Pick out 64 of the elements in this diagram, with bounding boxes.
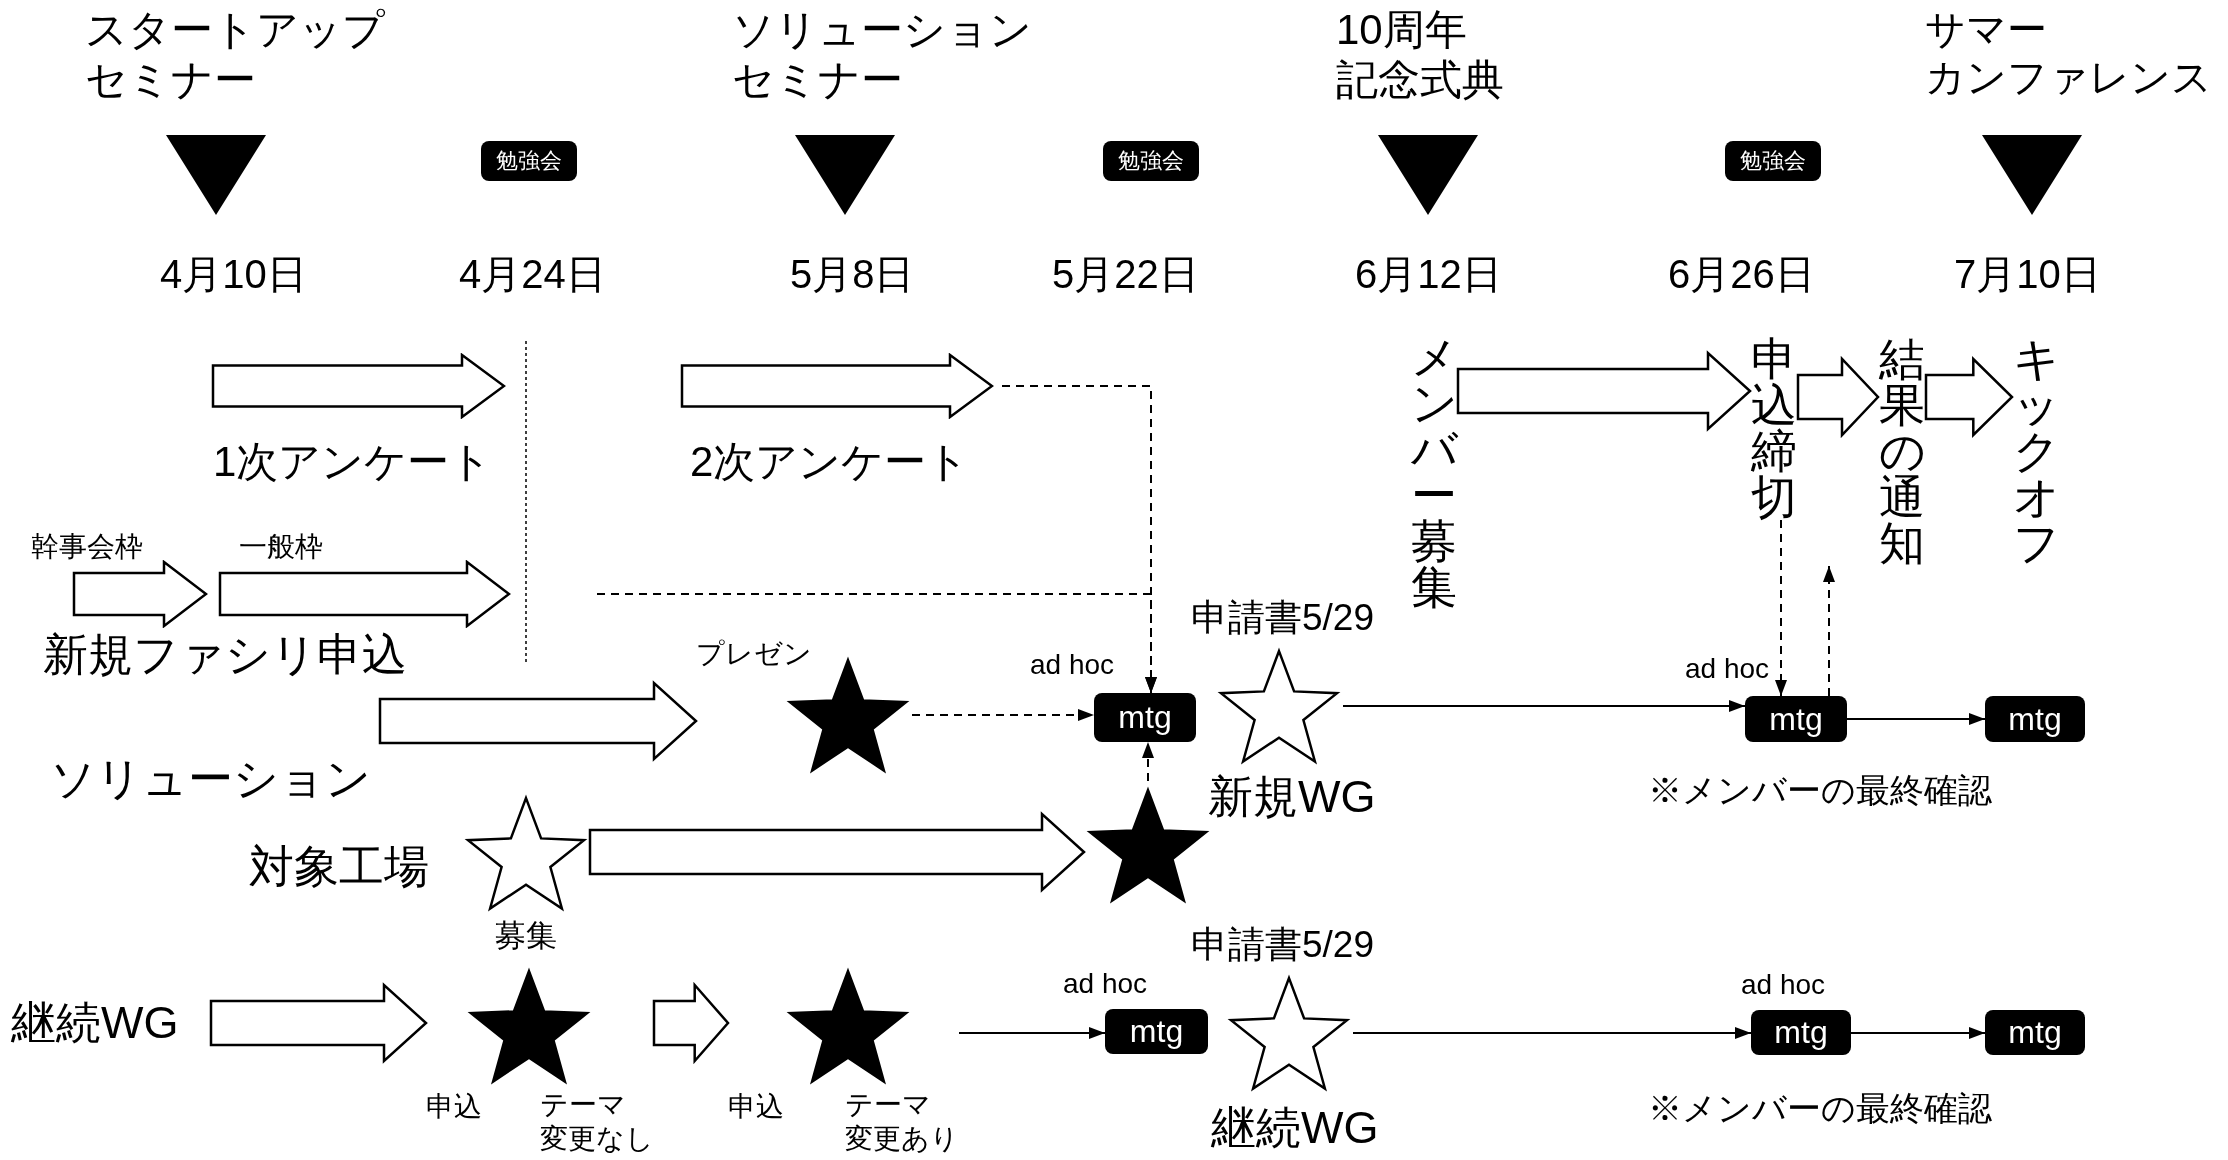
section-label: 申請書5/29 — [1191, 596, 1374, 640]
dashed-arrow — [1142, 741, 1154, 782]
section-label: 対象工場 — [249, 840, 429, 894]
dashed-arrow — [1775, 519, 1787, 697]
note-label: ad hoc — [1063, 967, 1148, 1001]
arrow — [1342, 700, 1746, 712]
vertical-label: メンバー募集 — [1410, 334, 1458, 610]
arrow-label: 2次アンケート — [690, 437, 970, 487]
arrow — [1850, 1027, 1986, 1039]
event-title: 10周年記念式典 — [1336, 5, 1504, 106]
arrow-label: 1次アンケート — [213, 437, 493, 487]
block-arrow — [588, 811, 1086, 893]
section-label: 申請書5/29 — [1191, 923, 1374, 967]
date-label: 6月12日 — [1355, 251, 1502, 298]
meeting-badge: mtg — [1094, 693, 1196, 742]
block-arrow — [1924, 356, 2014, 438]
event-title: スタートアップセミナー — [85, 5, 385, 106]
date-label: 4月10日 — [160, 251, 307, 298]
dashed-arrow — [1823, 565, 1835, 697]
arrow-label: 一般枠 — [239, 530, 323, 564]
section-label: 新規ファシリ申込 — [43, 628, 407, 682]
star-label: テーマ変更あり — [845, 1088, 959, 1156]
section-label: 継続WG — [1211, 1101, 1379, 1155]
block-arrow — [378, 680, 698, 762]
section-label: ※メンバーの最終確認 — [1648, 770, 1992, 811]
note-label: ad hoc — [1030, 648, 1115, 682]
arrow — [958, 1027, 1106, 1039]
star-label: 申込 — [728, 1090, 784, 1124]
meeting-badge: mtg — [1105, 1009, 1208, 1054]
vertical-label: キックオフ — [2012, 336, 2060, 566]
study-session-badge: 勉強会 — [1103, 141, 1199, 181]
meeting-badge: mtg — [1985, 696, 2085, 742]
date-label: 5月8日 — [790, 251, 915, 298]
block-arrow — [1456, 350, 1752, 432]
event-title: ソリューションセミナー — [732, 5, 1032, 106]
meeting-badge: mtg — [1751, 1010, 1851, 1055]
date-label: 5月22日 — [1052, 251, 1199, 298]
study-session-badge: 勉強会 — [1725, 141, 1821, 181]
dashed-arrow — [911, 709, 1095, 721]
note-label: ad hoc — [1685, 652, 1770, 686]
arrow — [1352, 1027, 1752, 1039]
study-session-badge: 勉強会 — [481, 141, 577, 181]
vertical-label: 申込締切 — [1750, 336, 1798, 520]
star-label: プレゼン — [696, 637, 812, 671]
note-label: ad hoc — [1741, 968, 1826, 1002]
date-label: 4月24日 — [459, 251, 606, 298]
star-label: 募集 — [494, 917, 558, 955]
arrow — [1846, 713, 1986, 725]
vertical-label: 結果の通知 — [1878, 336, 1926, 566]
arrow-label: 幹事会枠 — [31, 530, 143, 564]
event-title: サマーカンファレンス — [1925, 6, 2212, 101]
meeting-badge: mtg — [1745, 696, 1847, 742]
block-arrow — [652, 981, 730, 1065]
star-label: 申込 — [426, 1090, 482, 1124]
date-label: 6月26日 — [1668, 251, 1815, 298]
section-label: 新規WG — [1208, 770, 1376, 824]
block-arrow — [1796, 355, 1880, 439]
date-label: 7月10日 — [1954, 251, 2101, 298]
row-label: ソリューション — [50, 752, 380, 808]
star-label: テーマ変更なし — [540, 1088, 654, 1156]
meeting-badge: mtg — [1985, 1010, 2085, 1055]
row-label: 継続WG — [11, 996, 211, 1052]
block-arrow — [209, 982, 428, 1064]
section-label: ※メンバーの最終確認 — [1648, 1088, 1992, 1129]
